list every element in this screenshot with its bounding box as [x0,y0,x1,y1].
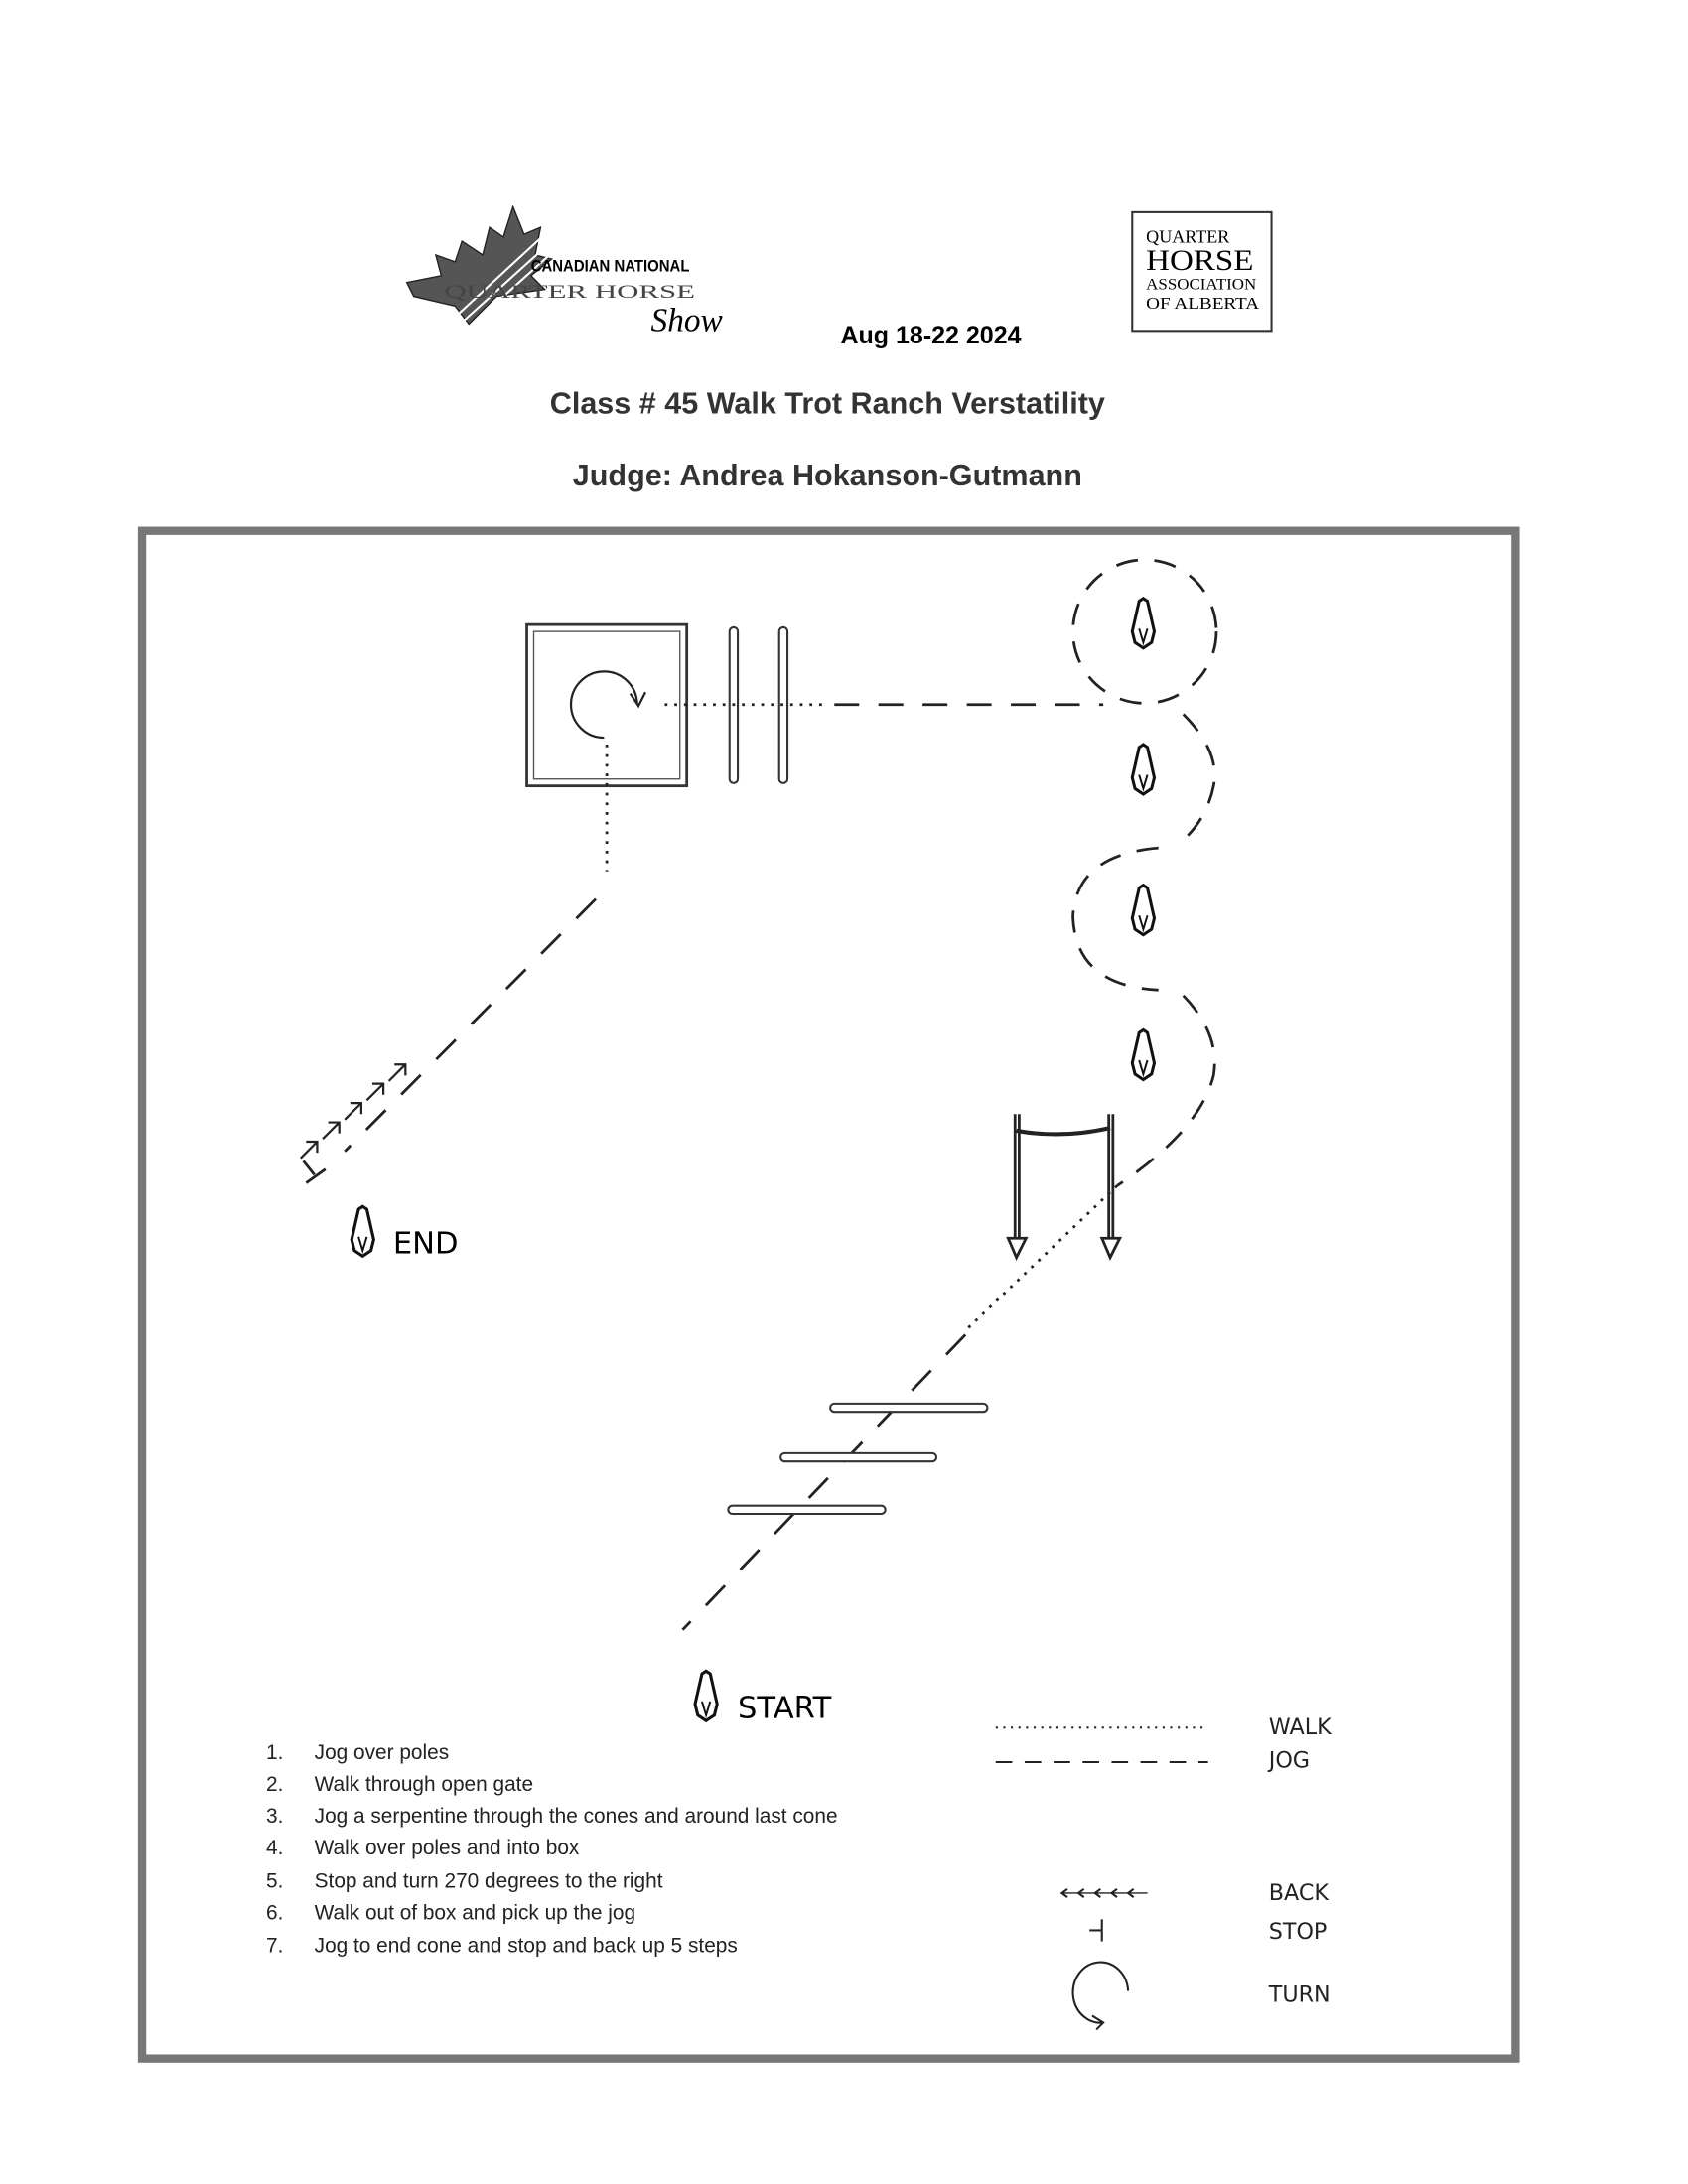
cone-icon [1130,884,1157,937]
gate-obstacle [1006,1114,1123,1261]
turn-icon [569,670,638,740]
walk-path-gate [964,1184,1118,1332]
instruction-text: Walk through open gate [315,1773,533,1796]
canadian-national-logo: CANADIAN NATIONAL QUARTER HORSE Show [405,205,723,339]
qhaa-logo: QUARTER HORSE ASSOCIATION OF ALBERTA [1131,210,1273,333]
legend-turn-label: TURN [1268,1982,1331,2008]
instruction-number: 5. [266,1869,283,1892]
qhaa-line3: ASSOCIATION [1146,277,1256,294]
end-cone-icon [350,1204,375,1258]
jog-poles [727,1402,989,1516]
logo-line1: CANADIAN NATIONAL [531,257,690,276]
jog-path-start [681,1333,967,1631]
instruction-number: 1. [266,1741,283,1764]
legend-stop-label: STOP [1269,1919,1328,1945]
legend [995,1726,1208,2031]
turn-icon [1071,1961,1130,2024]
instruction-text: Jog over poles [315,1741,449,1764]
turn-arrowhead [1091,2014,1105,2031]
instruction-text: Walk over poles and into box [315,1837,580,1859]
instruction-text: Jog to end cone and stop and back up 5 s… [315,1935,738,1958]
back-arrows-icon [1059,1887,1148,1898]
back-arrows [299,1063,407,1160]
instruction-number: 4. [266,1837,283,1859]
arena-border [137,526,1520,2063]
qhaa-line4: OF ALBERTA [1146,294,1259,313]
instruction-number: 3. [266,1805,283,1828]
instruction-text: Jog a serpentine through the cones and a… [315,1805,838,1828]
end-label: END [393,1227,459,1262]
stop-mark [302,1160,327,1184]
box-obstacle [525,622,689,788]
cone-icon [1130,743,1157,796]
start-label: START [738,1692,832,1726]
stop-icon [1089,1919,1103,1942]
instruction-number: 6. [266,1901,283,1924]
legend-walk-label: WALK [1269,1714,1333,1740]
logo-line3: Show [651,302,723,339]
walk-poles [728,625,789,784]
start-cone-icon [693,1669,719,1722]
legend-jog-label: JOG [1267,1748,1310,1774]
maple-leaf-icon [405,205,554,326]
judge-name: Judge: Andrea Hokanson-Gutmann [573,459,1082,492]
show-date: Aug 18-22 2024 [840,322,1021,349]
qhaa-line1: QUARTER [1146,226,1230,246]
instruction-number: 7. [266,1935,283,1958]
legend-back-label: BACK [1269,1880,1331,1906]
instruction-number: 2. [266,1773,283,1796]
qhaa-line2: HORSE [1146,245,1253,277]
serpentine-path [1071,558,1218,1187]
instructions-list: 1. Jog over poles 2. Walk through open g… [266,1741,837,1957]
cone-icon [1130,597,1157,650]
logo-line2: QUARTER HORSE [444,282,695,303]
class-title: Class # 45 Walk Trot Ranch Verstatility [550,387,1105,421]
instruction-text: Walk out of box and pick up the jog [315,1901,635,1924]
cone-icon [1130,1027,1157,1082]
jog-path-end [344,897,597,1153]
instruction-text: Stop and turn 270 degrees to the right [315,1869,663,1892]
